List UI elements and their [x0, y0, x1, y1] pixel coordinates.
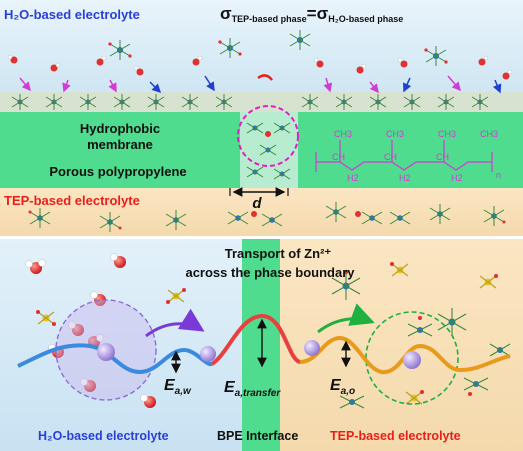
- tep-clusters-top: [108, 30, 448, 66]
- membrane-material-label: Porous polypropylene: [49, 164, 186, 179]
- interface-strip: [0, 92, 523, 112]
- energy-curve-transfer: [210, 313, 301, 366]
- polymer-n: n: [496, 170, 501, 180]
- entry-arrow: [257, 74, 273, 81]
- tep-electrolyte-label: TEP-based electrolyte: [4, 193, 140, 208]
- anion-molecules: [36, 262, 498, 405]
- polymer-ch3-4: CH3: [480, 129, 498, 139]
- polymer-ch-3: CH: [436, 152, 449, 162]
- ea-w-label: Ea,w: [164, 377, 192, 397]
- transport-caption-line1: Transport of Zn²⁺: [225, 246, 332, 261]
- polymer-h2-3: H2: [451, 173, 463, 183]
- hop-arrow-left: [145, 308, 205, 338]
- polymer-h2-1: H2: [347, 173, 359, 183]
- polymer-ch3-1: CH3: [334, 129, 352, 139]
- hop-arrow-right: [317, 303, 375, 334]
- zn-ion-interface-left: [200, 346, 216, 362]
- polymer-ch3-3: CH3: [438, 129, 456, 139]
- footer-bpe-label: BPE Interface: [217, 429, 298, 443]
- transport-caption-line2: across the phase boundary: [185, 265, 355, 280]
- zn-ion-organic: [403, 351, 421, 369]
- d-label: d: [252, 195, 262, 212]
- ea-transfer-label: Ea,transfer: [224, 379, 281, 399]
- polymer-ch-1: CH: [332, 152, 345, 162]
- zn-ion-aqueous: [97, 343, 115, 361]
- footer-tep-label: TEP-based electrolyte: [330, 429, 461, 443]
- zn-ion-interface-right: [304, 340, 320, 356]
- energy-curve-organic: [299, 335, 511, 374]
- h2o-region-bottom: [0, 239, 242, 451]
- top-panel: Hydrophobic membrane Porous polypropylen…: [0, 0, 523, 236]
- footer-h2o-label: H₂O-based electrolyte: [38, 429, 169, 443]
- interface-molecules: [11, 94, 489, 110]
- membrane-label-line1: Hydrophobic: [80, 121, 160, 136]
- membrane-label-line2: membrane: [87, 137, 153, 152]
- polypropylene-labels: CH3 CH3 CH3 CH3 CH CH CH H2 H2 H2 n: [332, 129, 501, 183]
- diffusion-arrows-top: [19, 75, 502, 94]
- polymer-ch-2: CH: [384, 152, 397, 162]
- panel-divider: [0, 236, 523, 239]
- energy-curve-aqueous: [17, 343, 213, 375]
- polymer-ch3-2: CH3: [386, 129, 404, 139]
- water-molecules-top: [7, 54, 513, 80]
- bottom-panel: Ea,w Ea,transfer Ea,o Transport of Zn²⁺ …: [0, 239, 523, 451]
- tep-clusters-bottom: [331, 269, 511, 409]
- pore-molecules: [246, 122, 291, 180]
- polymer-h2-2: H2: [399, 173, 411, 183]
- polypropylene-structure: [315, 140, 493, 172]
- tep-region-bottom: [280, 239, 523, 451]
- conductivity-equation: σTEP-based phase=σH₂O-based phase: [220, 4, 403, 24]
- ea-o-label: Ea,o: [330, 377, 355, 397]
- pore-highlight-circle: [237, 105, 299, 167]
- tep-clusters-bottom-row: [28, 202, 506, 232]
- h2o-electrolyte-label: H₂O-based electrolyte: [4, 7, 140, 22]
